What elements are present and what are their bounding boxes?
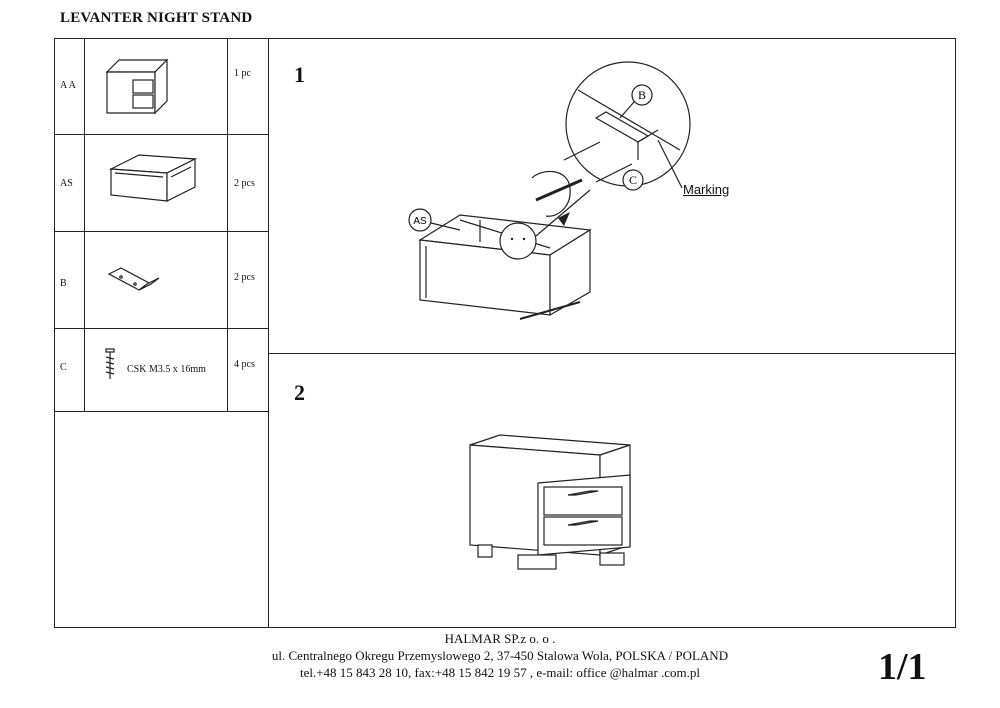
footer-address: ul. Centralnego Okregu Przemyslowego 2, …: [271, 648, 729, 663]
part-code: B: [60, 278, 67, 289]
part-row-as: AS 2 pcs: [54, 135, 269, 232]
bracket-icon: [107, 267, 160, 291]
drawer-upper: [543, 486, 623, 516]
step-1-drawing: AS B C: [408, 61, 691, 320]
instruction-frame: [54, 38, 956, 628]
marking-label: Marking: [683, 182, 730, 197]
footer-company: HALMAR SP.z o. o .: [444, 631, 556, 646]
callout-b-label: B: [638, 88, 646, 102]
rotation-arrow: [531, 170, 571, 217]
step-divider: [268, 353, 956, 354]
part-qty: 2 pcs: [234, 272, 255, 283]
part-code: AS: [60, 178, 73, 189]
part-row-b: B 2 pcs: [54, 232, 269, 329]
step-2-drawing: [469, 434, 631, 570]
part-image-drawer: [84, 135, 228, 231]
callout-as-circle: [408, 208, 432, 232]
screw-spec-label: CSK M3.5 x 16mm: [127, 364, 206, 375]
part-row-aa: A A 1 pc: [54, 38, 269, 135]
callout-c-label: C: [629, 173, 637, 187]
part-image-screw: CSK M3.5 x 16mm: [84, 329, 228, 411]
parts-list: A A 1 pc AS 2 pcs B: [54, 38, 269, 412]
part-code: A A: [60, 80, 76, 91]
part-code: C: [60, 362, 67, 373]
document-title: LEVANTER NIGHT STAND: [60, 10, 253, 26]
step-2-number: 2: [294, 380, 305, 405]
drawer-side: [549, 228, 591, 317]
callout-b-circle: [631, 84, 653, 106]
callout-c-circle: [622, 169, 644, 191]
part-qty: 2 pcs: [234, 178, 255, 189]
drawer-lower: [543, 516, 623, 546]
part-qty: 1 pc: [234, 68, 251, 79]
nightstand-small-icon: [105, 58, 169, 115]
callout-as-label: AS: [413, 216, 427, 227]
part-image-nightstand: [84, 38, 228, 134]
page-number: 1/1: [878, 646, 927, 688]
screw-icon: [105, 348, 115, 379]
handle-lower: [567, 520, 599, 526]
step-1-number: 1: [294, 62, 305, 87]
part-row-c: C CSK M3.5 x 16mm 4 pcs: [54, 329, 269, 412]
handle-upper: [567, 490, 599, 496]
footer-contact: tel.+48 15 843 28 10, fax:+48 15 842 19 …: [299, 665, 701, 680]
part-image-bracket: [84, 232, 228, 328]
column-divider: [268, 38, 269, 628]
detail-circle-small: [499, 222, 537, 260]
part-qty: 4 pcs: [234, 359, 255, 370]
drawer-small-icon: [108, 154, 198, 202]
